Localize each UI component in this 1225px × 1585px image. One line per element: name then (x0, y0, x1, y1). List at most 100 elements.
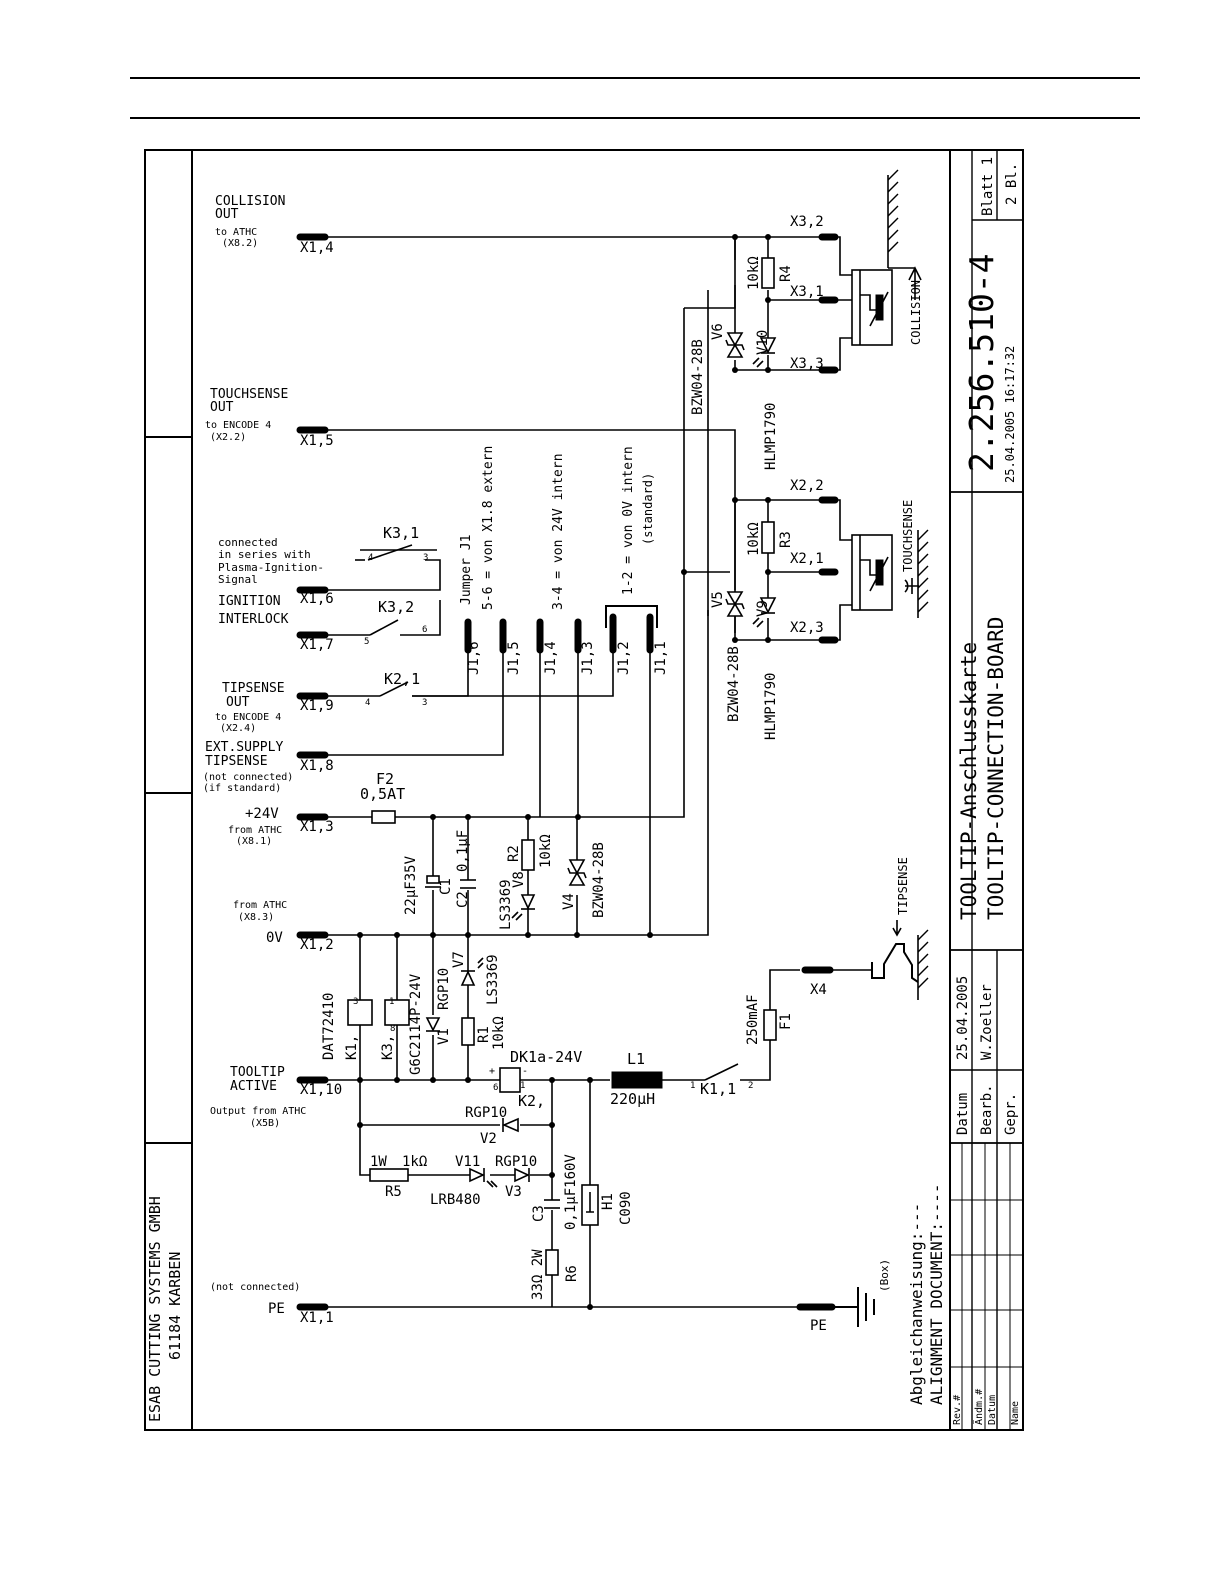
ext-supply-label: EXT.SUPPLY (205, 740, 283, 755)
diode-v3 (514, 1167, 530, 1183)
k1-pin3: 3 (353, 997, 358, 1007)
x1-terminals (296, 233, 329, 1311)
zener-v5 (725, 591, 745, 617)
ext-nc-label: (not connected) (203, 772, 293, 783)
r6-label: R6 (564, 1265, 580, 1282)
k3-2-pin6: 6 (422, 625, 427, 635)
c2-value: 0,1µF (455, 830, 471, 872)
k1-coil-label: K1, (344, 1035, 360, 1060)
bearb-value: W.Zoeller (979, 984, 995, 1060)
dat-label: DAT72410 (321, 993, 337, 1060)
touchsense-sensor (851, 530, 919, 618)
dk1a-label: DK1a-24V (510, 1048, 582, 1066)
box-label: (Box) (878, 1259, 891, 1292)
resistor-r5 (369, 1168, 409, 1182)
r2-value: 10kΩ (538, 834, 554, 868)
v6-value: BZW04-28B (690, 339, 706, 415)
v8-value: LS3369 (498, 879, 514, 930)
alignment-english: ALIGNMENT DOCUMENT:---- (927, 1183, 946, 1405)
v1-label: V1 (436, 1028, 452, 1045)
tipsense-out-label: OUT (226, 695, 250, 710)
c3-label: C3 (531, 1205, 547, 1222)
touchsense-ref-label: (X2.2) (210, 432, 246, 443)
v3-value: RGP10 (495, 1154, 537, 1170)
x1-9-label: X1,9 (300, 698, 334, 714)
junction-dots (357, 234, 771, 1310)
l1-label: L1 (627, 1050, 645, 1068)
series-label: in series with (218, 548, 311, 561)
datum-value: 25.04.2005 (955, 976, 971, 1060)
datum-label: Datum (955, 1093, 971, 1135)
r1-label: R1 (476, 1026, 492, 1043)
plus24-from-label: from ATHC (228, 825, 282, 836)
f2-value: 0,5AT (360, 785, 405, 803)
k3-2-label: K3,2 (378, 598, 414, 616)
jumper-line-12: 1-2 = von 0V intern (621, 446, 636, 595)
collision-ref-label: (X8.2) (222, 238, 258, 249)
sheet-count: 2 Bl. (1004, 163, 1020, 205)
k3-pin8: 8 (390, 1024, 395, 1034)
r2-label: R2 (506, 845, 522, 862)
pe-nc-label: (not connected) (210, 1282, 300, 1293)
v9-label: V9 (755, 600, 771, 617)
k2-plus-pin: + (489, 1066, 495, 1077)
plasma-label: Plasma-Ignition- (218, 561, 324, 574)
jumper-standard: (standard) (641, 473, 655, 545)
j1-3-label: J1,3 (580, 641, 596, 675)
v3-label: V3 (505, 1184, 522, 1200)
k1-1-pin1: 1 (690, 1081, 695, 1091)
k1-1-pin2: 2 (748, 1081, 753, 1091)
interlock-label: INTERLOCK (218, 612, 289, 627)
collision-hatch (887, 169, 899, 253)
tipsense-label: TIPSENSE (222, 681, 285, 696)
k3-pin1: 1 (389, 997, 394, 1007)
signal-label: Signal (218, 573, 258, 586)
right-terminals (796, 233, 839, 1311)
r5-power: 1W (370, 1154, 387, 1170)
x2-2-label: X2,2 (790, 478, 824, 494)
x2-3-label: X2,3 (790, 620, 824, 636)
x1-10-label: X1,10 (300, 1082, 342, 1098)
r5-value: 1kΩ (402, 1154, 427, 1170)
k2-1-pin4: 4 (365, 698, 370, 708)
touchsense-hatch (917, 529, 929, 613)
h1-label: H1 (600, 1193, 616, 1210)
zero-ref-label: (X8.3) (238, 912, 274, 923)
x3-3-label: X3,3 (790, 356, 824, 372)
company-name: ESAB CUTTING SYSTEMS GMBH (146, 1196, 164, 1422)
plus24-label: +24V (245, 806, 279, 822)
k3-1-pin3: 3 (423, 553, 428, 563)
l1-value: 220µH (610, 1090, 655, 1108)
c1-label: C1 (438, 878, 454, 895)
wiring (325, 236, 852, 1308)
r5-label: R5 (385, 1184, 402, 1200)
k1-1-contact (704, 1063, 739, 1081)
h1-value: C090 (618, 1191, 634, 1225)
x1-1-label: X1,1 (300, 1310, 334, 1326)
bearb-label: Bearb. (979, 1084, 995, 1135)
revision-grid (950, 1143, 1023, 1430)
x2-1-label: X2,1 (790, 551, 824, 567)
v5-label: V5 (710, 591, 726, 608)
rev-name-label: Name (1010, 1401, 1021, 1425)
relay-k2-coil (499, 1067, 521, 1093)
r3-value: 10kΩ (746, 522, 762, 556)
tooltip-ref-label: (X5B) (250, 1118, 280, 1129)
v7-value: LS3369 (485, 954, 501, 1005)
led-v7 (460, 957, 484, 986)
capacitor-c3 (544, 1199, 560, 1209)
jumper-line-34: 3-4 = von 24V intern (551, 453, 566, 610)
fuse-f1 (763, 1009, 777, 1041)
fuse-f2 (371, 810, 396, 824)
inductor-l1[interactable] (611, 1071, 663, 1089)
title-german: TOOLTIP-Anschlusskarte (957, 642, 981, 920)
f2-label: F2 (376, 770, 394, 788)
diode-v2 (501, 1117, 519, 1133)
x1-4-label: X1,4 (300, 240, 334, 256)
x4-label: X4 (810, 982, 827, 998)
relay-k1-coil (347, 999, 373, 1026)
f1-label: F1 (778, 1013, 794, 1030)
diode-v1 (425, 1017, 441, 1032)
k3-coil-label: K3, (380, 1035, 396, 1060)
